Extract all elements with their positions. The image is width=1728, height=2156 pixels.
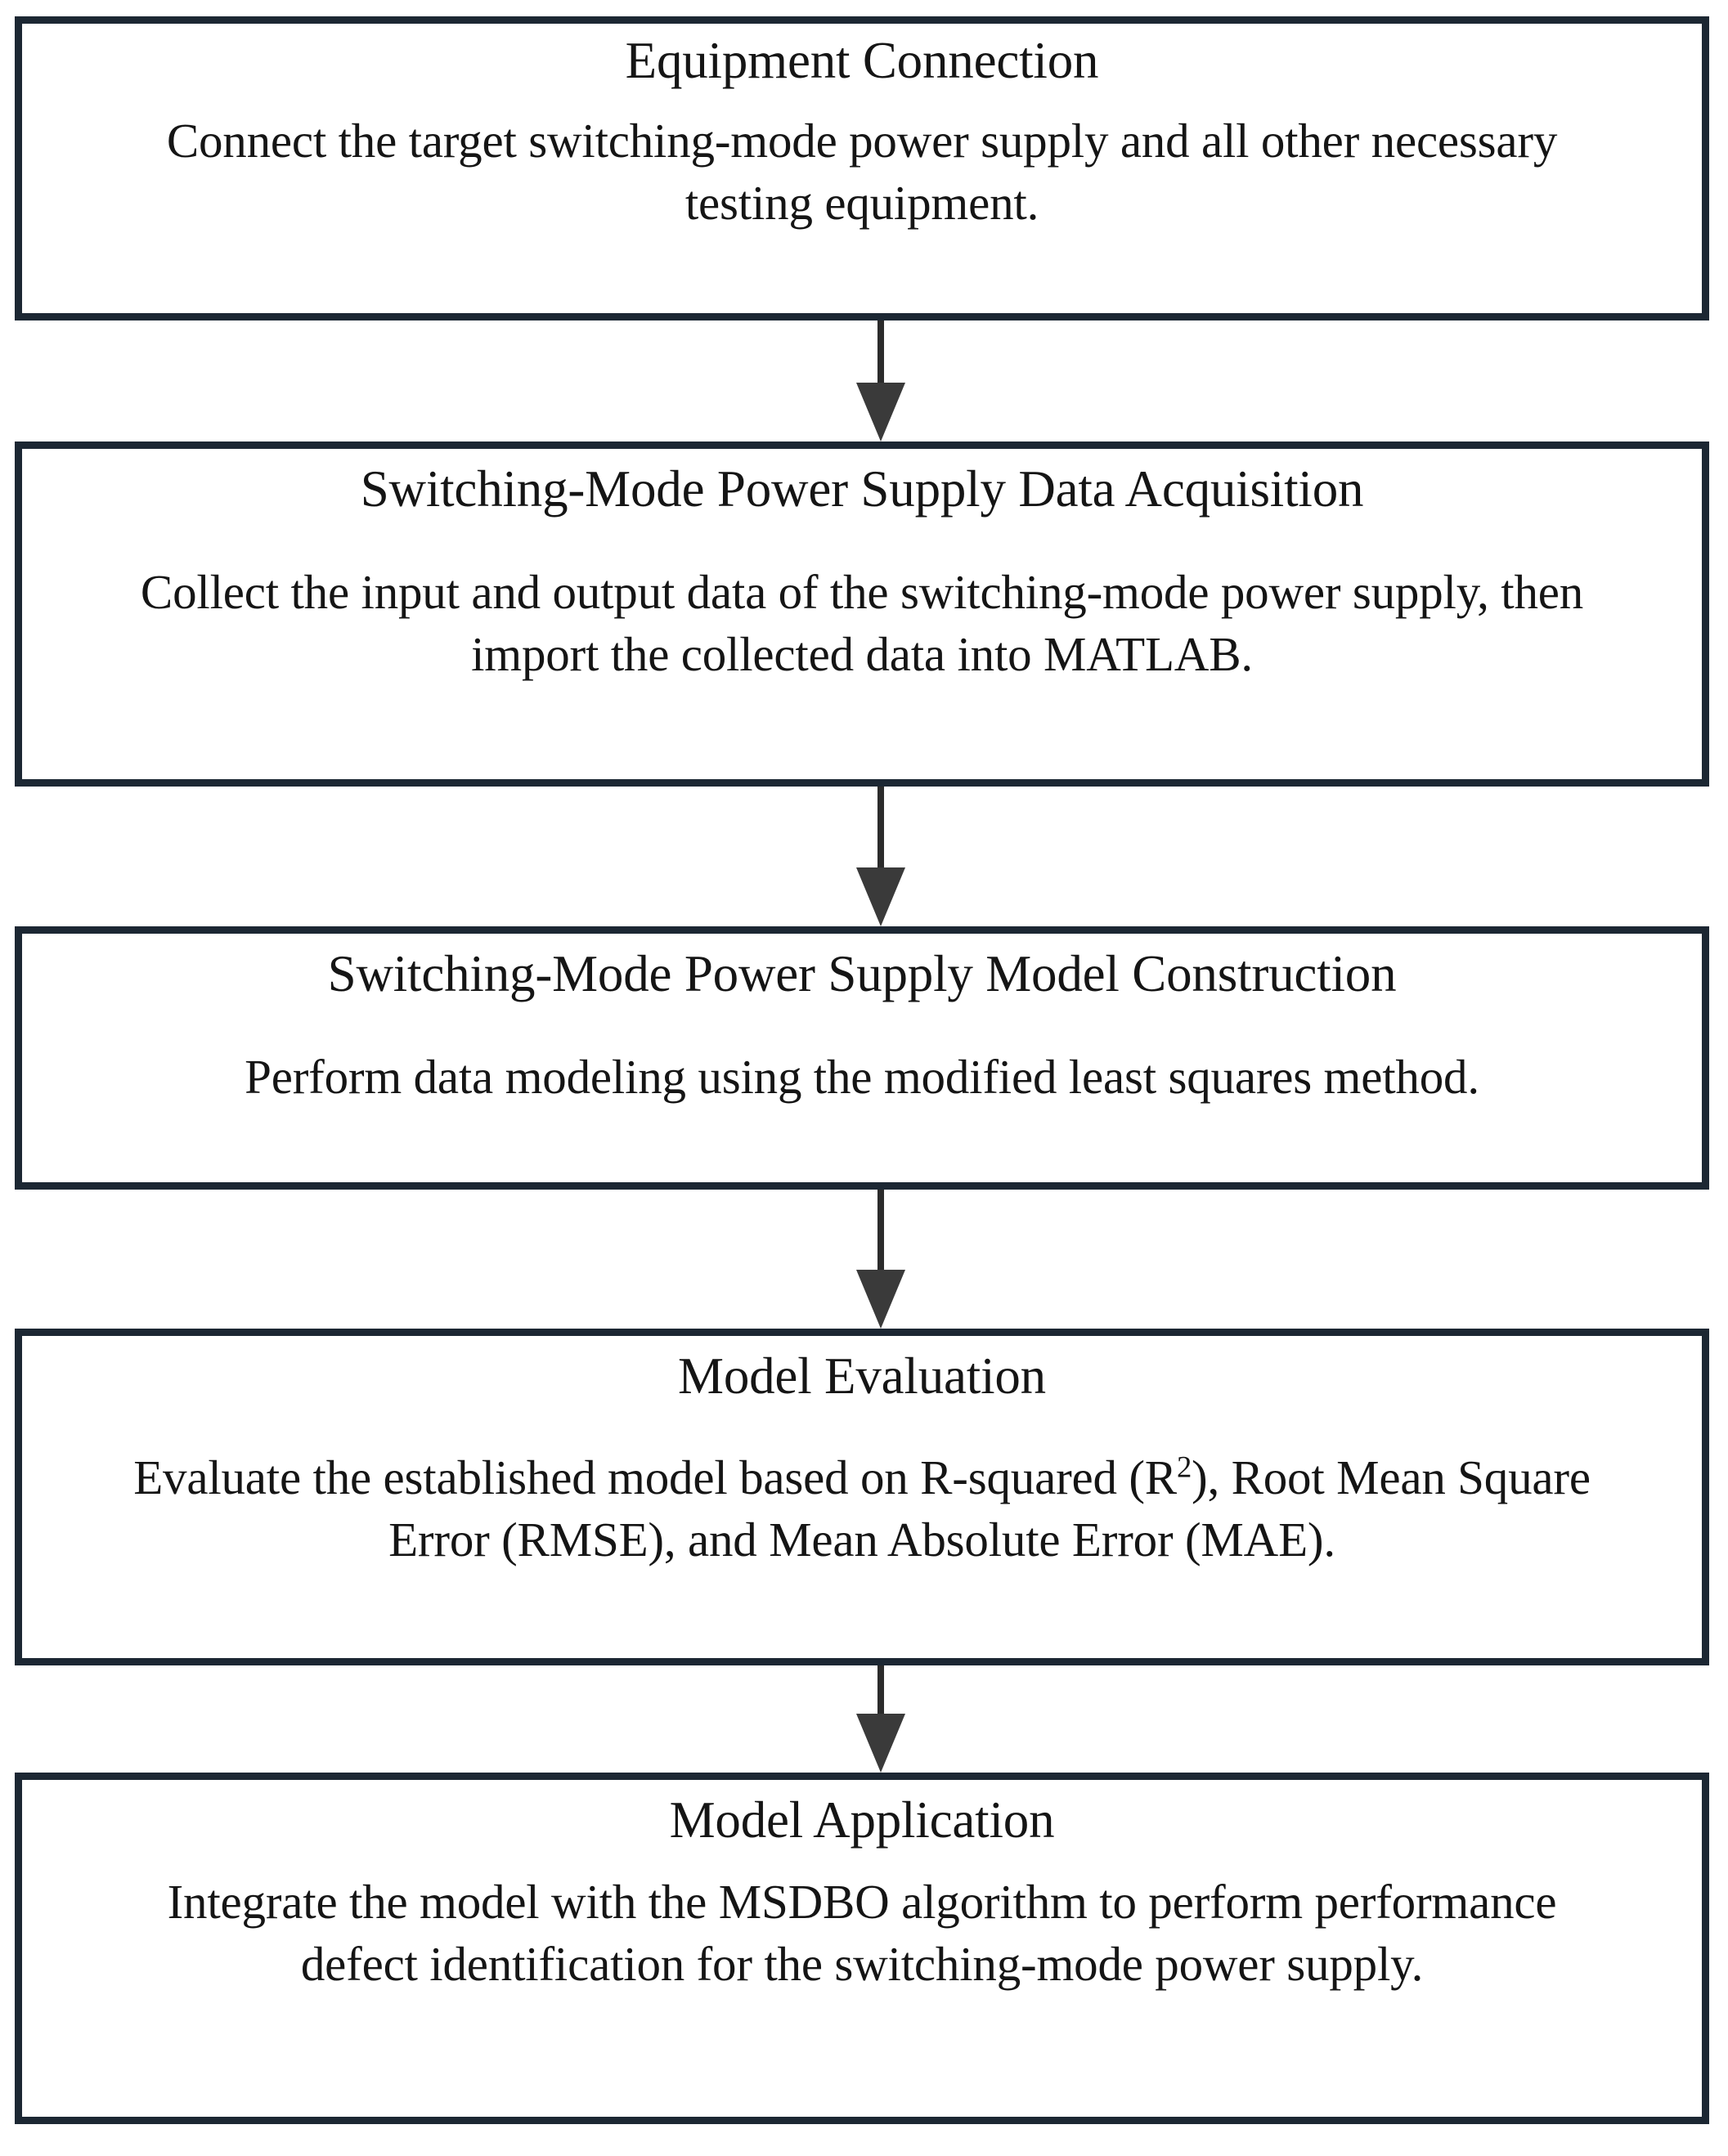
down-arrow-icon	[856, 867, 905, 926]
node-body: Collect the input and output data of the…	[140, 564, 1584, 682]
flowchart-node-model-evaluation: Model Evaluation Evaluate the establishe…	[15, 1329, 1709, 1665]
flowchart-node-data-acquisition: Switching-Mode Power Supply Data Acquisi…	[15, 442, 1709, 787]
down-arrow-icon	[856, 383, 905, 442]
flowchart-node-model-construction: Switching-Mode Power Supply Model Constr…	[15, 926, 1709, 1190]
node-title: Switching-Mode Power Supply Model Constr…	[327, 945, 1397, 1002]
node-title: Model Evaluation	[678, 1347, 1046, 1405]
node-body-part-1: Evaluate the established model based on …	[133, 1450, 1177, 1504]
node-title: Equipment Connection	[625, 32, 1099, 89]
node-body: Perform data modeling using the modified…	[245, 1049, 1479, 1104]
flowchart-node-model-application: Model Application Integrate the model wi…	[15, 1773, 1709, 2124]
node-body: Integrate the model with the MSDBO algor…	[167, 1874, 1557, 1992]
r-squared-superscript: 2	[1176, 1449, 1192, 1483]
arrow-shaft	[877, 320, 884, 384]
connector-2	[856, 787, 905, 926]
node-title: Switching-Mode Power Supply Data Acquisi…	[360, 460, 1364, 518]
arrow-shaft	[877, 1665, 884, 1714]
node-body: Evaluate the established model based on …	[98, 1446, 1626, 1571]
down-arrow-icon	[856, 1714, 905, 1773]
connector-1	[856, 320, 905, 442]
arrow-shaft	[877, 1190, 884, 1271]
flowchart-node-equipment-connection: Equipment Connection Connect the target …	[15, 16, 1709, 320]
arrow-shaft	[877, 787, 884, 868]
connector-4	[856, 1665, 905, 1773]
node-title: Model Application	[669, 1791, 1055, 1849]
node-body-part-2: ), Root Mean Square Error (RMSE), and Me…	[388, 1450, 1591, 1567]
down-arrow-icon	[856, 1270, 905, 1329]
connector-3	[856, 1190, 905, 1329]
node-body: Connect the target switching-mode power …	[166, 113, 1558, 231]
